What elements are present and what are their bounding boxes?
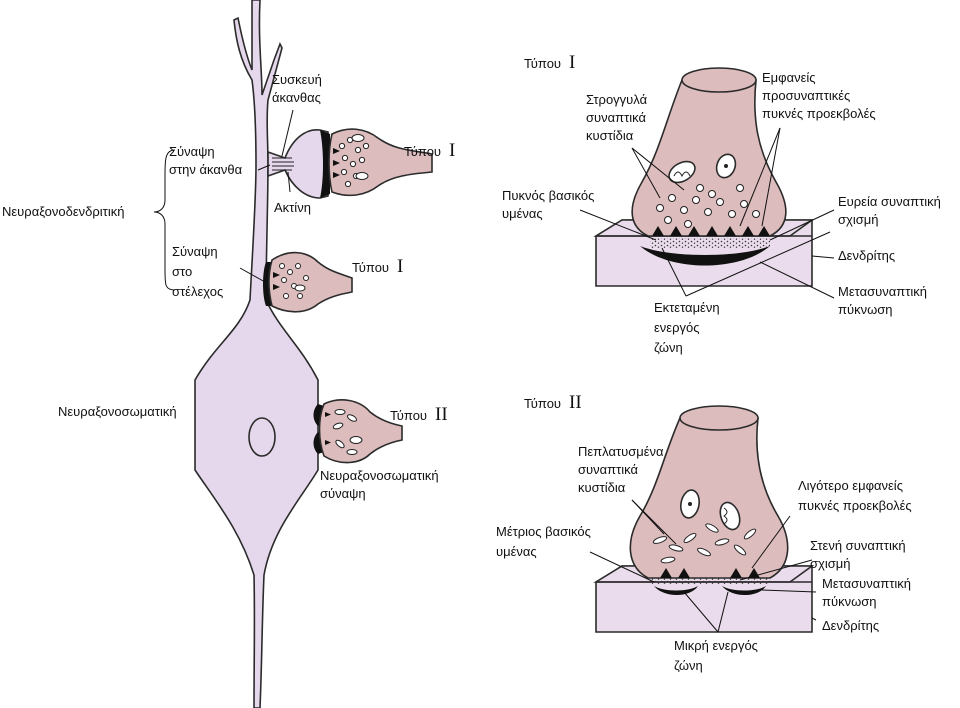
- type1-terminal-top: [681, 67, 757, 93]
- dense-projections-shaft: [273, 272, 280, 290]
- neuron-body: [194, 0, 319, 708]
- terminal-type1-spine: [328, 128, 433, 197]
- vesicles-shaft-terminal: [279, 263, 309, 299]
- label-actin: Ακτίνη: [274, 200, 311, 215]
- label-postsynaptic-density-type1: Μετασυναπτική πύκνωση: [838, 284, 931, 317]
- label-flattened-vesicles: Πεπλατυσμένα συναπτικά κυστίδια: [578, 444, 667, 495]
- label-shaft-synapse: Σύναψη στο στέλεχος: [172, 244, 223, 299]
- type2-cleft: [650, 578, 770, 584]
- type2-postsynaptic-density-1: [654, 586, 698, 595]
- leader-spine-synapse: [257, 164, 271, 171]
- leader-shaft-synapse: [239, 267, 266, 283]
- label-narrow-cleft: Στενή συναπτική σχισμή: [810, 538, 909, 571]
- dense-projections-spine: [333, 148, 340, 178]
- label-dense-projections: Εμφανείς προσυναπτικές πυκνές προεκβολές: [762, 70, 876, 121]
- type2-dense-projections: [660, 568, 760, 578]
- label-axodendritic: Νευραξονοδενδριτική: [2, 204, 124, 219]
- label-round-vesicles: Στρογγυλά συναπτικά κυστίδια: [586, 92, 651, 143]
- type1-postsynaptic-density: [640, 246, 770, 266]
- spine-postsynaptic-density: [320, 130, 330, 198]
- leader-actin: [287, 171, 291, 193]
- type2-detail-panel: [589, 405, 817, 633]
- dendritic-spine: [267, 129, 329, 199]
- label-extended-active-zone: Εκτεταμένη ενεργός ζώνη: [654, 300, 723, 355]
- label-dendrite-type1: Δενδρίτης: [838, 248, 895, 263]
- label-wide-cleft: Ευρεία συναπτική σχισμή: [838, 194, 944, 227]
- label-dense-basal-membrane: Πυκνός βασικός υμένας: [502, 188, 598, 221]
- type1-leaders: [579, 127, 835, 299]
- label-less-dense-projections: Λιγότερο εμφανείς πυκνές προεκβολές: [798, 478, 912, 513]
- title-type2-detail: Τύπου II: [524, 392, 582, 413]
- type2-flattened-vesicles: [652, 523, 757, 564]
- type1-detail-panel: [579, 67, 835, 299]
- label-spine-synapse: Σύναψη στην άκανθα: [169, 144, 243, 177]
- vesicles-spine-terminal: [338, 134, 370, 188]
- type2-terminal-top: [679, 405, 759, 431]
- type1-round-vesicles: [656, 184, 760, 228]
- nucleus: [248, 417, 276, 457]
- type1-dense-projections: [652, 226, 770, 236]
- type2-postsynaptic-density-2: [722, 586, 766, 595]
- label-small-active-zone: Μικρή ενεργός ζώνη: [674, 638, 762, 673]
- type2-leaders: [589, 499, 817, 633]
- vesicles-soma-terminal: [332, 409, 363, 455]
- label-type1-shaft: Τύπου I: [352, 256, 403, 277]
- label-postsynaptic-density-type2: Μετασυναπτική πύκνωση: [822, 576, 915, 609]
- leader-spine-apparatus: [281, 109, 294, 157]
- label-moderate-basal-membrane: Μέτριος βασικός υμένας: [496, 524, 595, 559]
- label-type1-spine: Τύπου I: [404, 140, 455, 161]
- type1-cleft: [650, 238, 770, 248]
- spine-apparatus: [272, 157, 294, 171]
- label-spine-apparatus: Συσκευή άκανθας: [272, 72, 325, 105]
- terminal-type1-shaft: [268, 251, 353, 313]
- type2-mitochondria: [680, 489, 741, 531]
- title-type1-detail: Τύπου I: [524, 52, 575, 73]
- label-dendrite-type2: Δενδρίτης: [822, 618, 879, 633]
- label-axosomatic-synapse: Νευραξονοσωματική σύναψη: [320, 468, 442, 501]
- neuron-panel: [153, 0, 433, 708]
- label-axosomatic: Νευραξονοσωματική: [58, 404, 177, 419]
- axodendritic-brace: [153, 149, 176, 291]
- label-type2-soma: Τύπου II: [390, 404, 448, 425]
- dense-projections-soma: [325, 412, 331, 445]
